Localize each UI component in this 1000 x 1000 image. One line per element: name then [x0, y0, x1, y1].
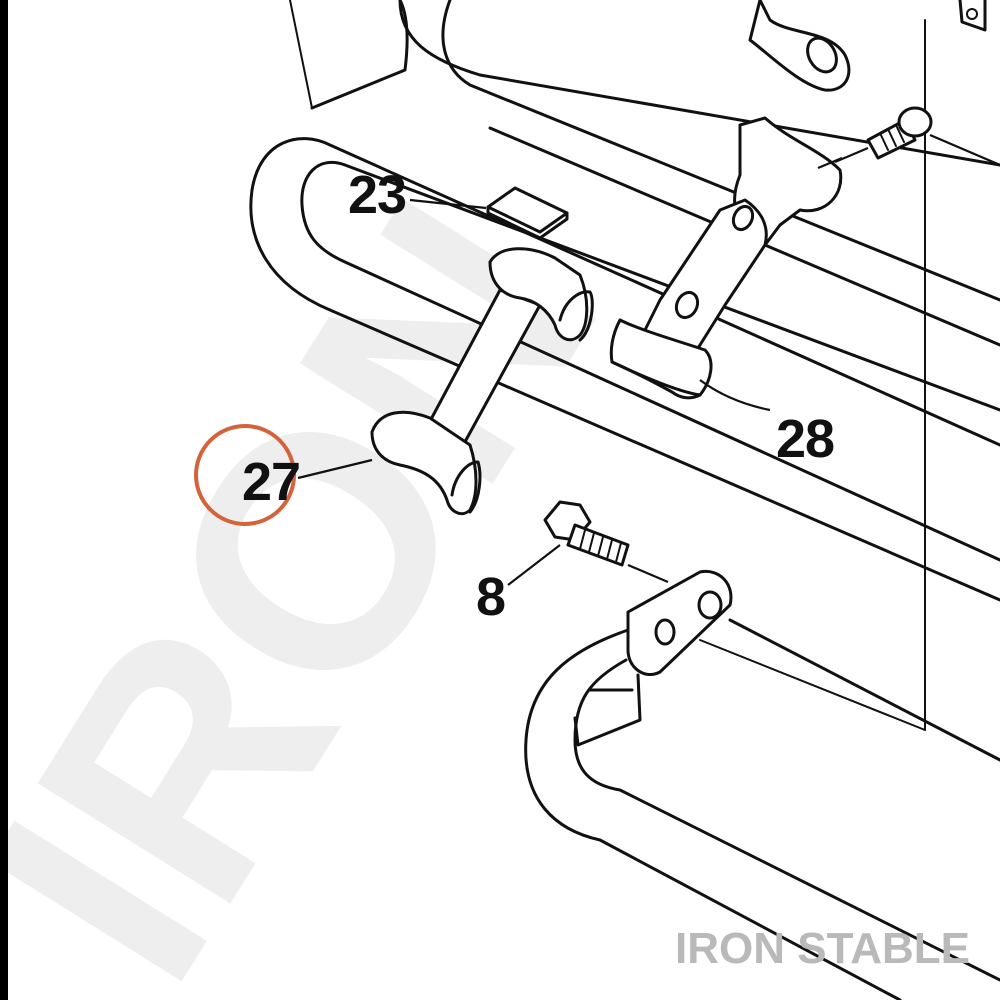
top-right-tab: [958, 0, 987, 32]
clamp-hole-upper: [731, 204, 755, 232]
rail-top-curve: [398, 0, 1000, 167]
callout-28: 28: [776, 409, 834, 469]
leader-28: [699, 379, 771, 412]
lower-bracket-plate: [626, 569, 733, 676]
lower-bracket-tab: [573, 673, 642, 747]
lower-rail-inner: [573, 658, 1000, 982]
top-right-tab-hole: [966, 8, 978, 20]
clamp-hole-lower: [674, 290, 700, 320]
lower-rail-back: [728, 618, 1000, 762]
callout-8: 8: [476, 567, 505, 627]
stay-upper-clamp: [488, 247, 589, 342]
left-edge-bar: [0, 0, 8, 1000]
top-bracket-hole: [806, 36, 838, 74]
screw-head: [897, 106, 933, 138]
lower-bracket-hole-right: [697, 590, 723, 620]
rail-inner-loop: [300, 160, 1000, 562]
bolt-axis-line: [627, 563, 669, 584]
part-8-bolt: [543, 500, 669, 584]
rail-outer-loop: [249, 137, 1000, 602]
pad-side-face: [486, 205, 569, 240]
highlight-ring-27: [194, 424, 296, 526]
leader-27: [297, 458, 373, 480]
top-bracket: [748, 0, 987, 92]
stay-lower-clamp: [370, 410, 478, 516]
upper-guard-rail: [249, 0, 1000, 602]
rail-top-inner-line: [310, 0, 409, 110]
leader-8: [507, 544, 561, 586]
leader-lines: [297, 156, 843, 586]
leader-23: [409, 198, 487, 210]
top-right-screw: [834, 106, 1000, 167]
part-27-stay-bar: [370, 247, 594, 516]
screw-leader: [929, 133, 1000, 167]
callout-23: 23: [348, 165, 406, 225]
pad-top-face: [486, 186, 569, 234]
part-23-pad: [486, 186, 569, 240]
bolt-shank: [566, 523, 630, 567]
panel-edge-bottom: [699, 639, 926, 731]
callout-27: 27: [242, 452, 300, 512]
brand-watermark: IRON STABLE: [675, 924, 970, 973]
lower-bracket-hole-left: [654, 618, 676, 646]
rail-upper-inner: [441, 0, 1000, 302]
lower-guard-rail: [524, 569, 1000, 1000]
part-28-clamp-bracket: [609, 116, 843, 400]
panel-edge-left: [289, 0, 313, 109]
background-panel: [289, 0, 926, 731]
lower-rail-outer: [524, 628, 902, 1000]
top-bracket-plate: [748, 0, 851, 92]
